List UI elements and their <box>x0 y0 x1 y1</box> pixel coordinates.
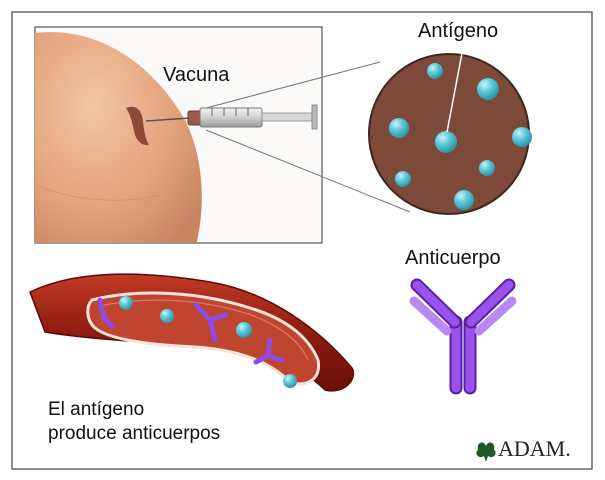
adam-leaf-icon <box>476 442 496 462</box>
antibody-small <box>193 302 229 343</box>
antigen-particle-small <box>119 296 133 310</box>
antigen-particle <box>435 131 457 153</box>
adam-logo: ADAM. <box>498 436 571 462</box>
antibody-label: Anticuerpo <box>405 247 501 269</box>
antibody-small <box>253 337 285 365</box>
antibody-small <box>97 297 115 329</box>
antigen-label: Antígeno <box>418 20 499 42</box>
antigen-particle <box>389 118 409 138</box>
injection-mark <box>126 106 149 146</box>
antigen-particle-small <box>283 374 297 388</box>
antigen-particle <box>477 78 499 100</box>
antigen-particle <box>395 171 411 187</box>
caption-line-2: produce anticuerpos <box>48 423 221 444</box>
zoom-line-bottom <box>205 129 411 213</box>
adam-logo-text: ADAM. <box>498 436 571 461</box>
antigen-particle <box>454 190 474 210</box>
syringe <box>145 104 318 130</box>
shoulder-panel <box>34 26 323 244</box>
antigen-particle-small <box>160 309 174 323</box>
outer-frame <box>11 11 593 470</box>
antigen-particle-small <box>236 322 252 338</box>
caption-line-1: El antígeno <box>48 399 145 420</box>
blood-vessel <box>29 273 355 392</box>
shoulder-skin <box>35 32 202 243</box>
antigen-particle <box>512 127 532 147</box>
antibody-illustration <box>409 278 517 395</box>
vaccine-label: Vacuna <box>163 64 230 86</box>
zoom-line-top <box>205 61 381 109</box>
antigen-particle <box>479 160 495 176</box>
caption: El antígeno produce anticuerpos <box>48 398 220 446</box>
antigen-particle <box>427 63 443 79</box>
antigen-magnified-circle <box>368 53 532 215</box>
antigen-pointer-line <box>446 47 464 133</box>
